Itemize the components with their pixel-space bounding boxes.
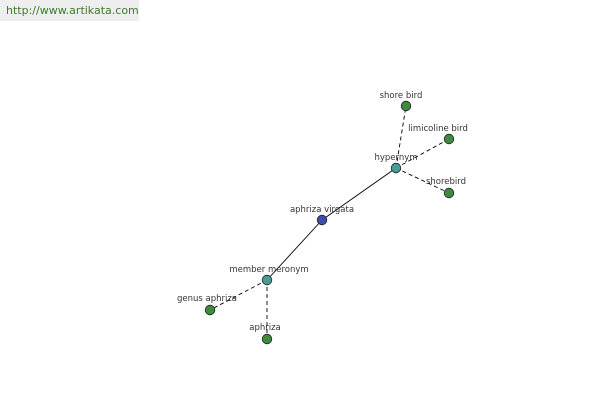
node-label-limicoline-bird[interactable]: limicoline bird bbox=[408, 124, 468, 134]
node-genus-aphriza[interactable] bbox=[204, 304, 216, 316]
node-aphriza[interactable] bbox=[261, 333, 273, 345]
source-link[interactable]: http://www.artikata.com bbox=[0, 0, 139, 21]
edge-hypernym-to-limicoline-bird bbox=[395, 138, 450, 169]
node-shore-bird[interactable] bbox=[400, 100, 412, 112]
edge-hypernym-to-shore-bird bbox=[395, 105, 407, 169]
graph-nodes bbox=[204, 100, 455, 345]
node-label-genus-aphriza[interactable]: genus aphriza bbox=[177, 294, 237, 304]
node-label-member-meronym[interactable]: member meronym bbox=[229, 265, 308, 275]
node-label-aphriza[interactable]: aphriza bbox=[249, 323, 281, 333]
node-label-center[interactable]: aphriza virgata bbox=[290, 205, 354, 215]
node-shorebird[interactable] bbox=[443, 187, 455, 199]
node-label-shore-bird[interactable]: shore bird bbox=[380, 91, 423, 101]
edge-center-to-hypernym bbox=[321, 167, 397, 221]
graph-labels: aphriza virgata hypernym shore bird limicol… bbox=[177, 91, 468, 333]
graph-edges bbox=[209, 105, 450, 339]
node-center[interactable] bbox=[316, 214, 328, 226]
node-label-hypernym[interactable]: hypernym bbox=[374, 153, 417, 163]
node-label-shorebird[interactable]: shorebird bbox=[426, 177, 466, 187]
edge-center-to-member-meronym bbox=[266, 219, 323, 281]
edge-hypernym-to-shorebird bbox=[395, 167, 450, 194]
node-limicoline-bird[interactable] bbox=[443, 133, 455, 145]
node-member-meronym[interactable] bbox=[261, 274, 273, 286]
node-hypernym[interactable] bbox=[390, 162, 402, 174]
edge-member-meronym-to-genus-aphriza bbox=[209, 279, 268, 311]
